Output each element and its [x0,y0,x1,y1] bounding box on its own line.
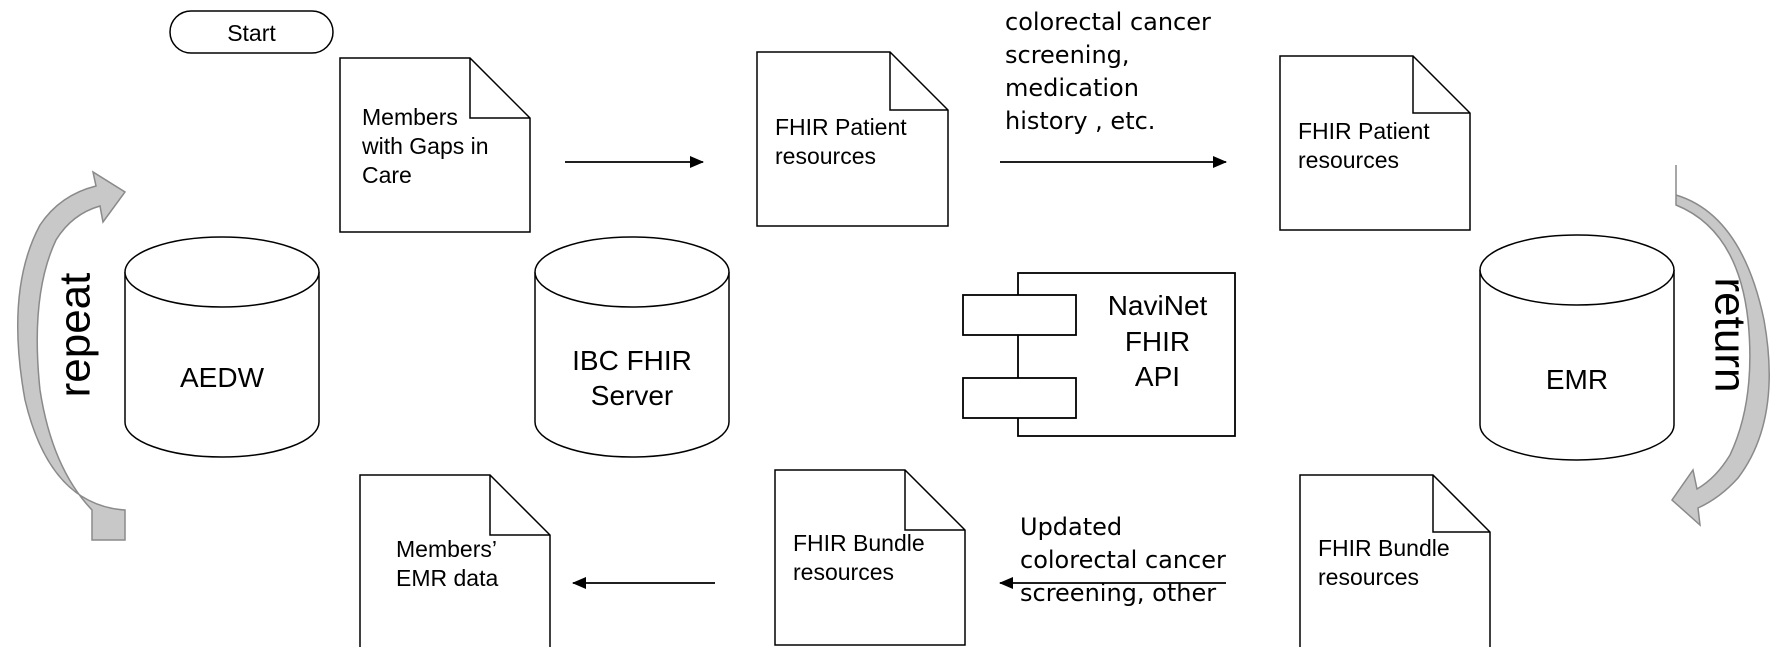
doc-line: resources [1298,146,1399,173]
doc-fhir-patient-1 [756,51,949,227]
doc-members-gaps [339,57,531,233]
db-aedw [124,236,320,458]
component-navinet [962,272,1236,437]
start-label: Start [227,20,276,46]
note-bottom: Updated colorectal cancer screening, oth… [1020,511,1226,610]
loop-arrow-return [1671,165,1770,527]
doc-fhir-patient-1-text: FHIR Patient resources [775,113,907,171]
doc-line: FHIR Bundle [1318,535,1450,561]
doc-fhir-bundle-1 [774,469,966,646]
doc-line: with Gaps in [362,132,489,159]
db-aedw-text: AEDW [125,360,319,395]
component-line: NaviNet [1107,290,1208,321]
db-line: IBC FHIR [572,345,692,376]
db-emr [1479,234,1675,461]
doc-fhir-bundle-2-text: FHIR Bundle resources [1318,534,1450,592]
note-line: colorectal cancer [1020,546,1226,575]
db-line: EMR [1545,364,1609,395]
note-top: colorectal cancer screening, medication … [1005,6,1211,138]
component-line: API [1134,361,1181,393]
start-terminator [169,10,334,54]
doc-line: Members [362,104,458,130]
doc-members-emr-text: Members’ EMR data [396,535,498,593]
note-line: screening, other [1020,579,1217,608]
note-line: medication [1005,74,1139,103]
doc-line: Members’ [396,536,497,562]
note-line: screening, [1005,41,1130,70]
doc-line: resources [793,558,894,585]
doc-fhir-patient-2 [1279,55,1471,231]
doc-fhir-patient-2-text: FHIR Patient resources [1298,117,1430,175]
doc-line: FHIR Bundle [793,530,925,556]
db-emr-text: EMR [1480,362,1674,397]
doc-line: EMR data [396,564,499,591]
return-label: return [1705,277,1755,393]
db-line: AEDW [180,362,264,393]
note-line: colorectal cancer [1005,8,1211,36]
doc-fhir-bundle-2 [1299,474,1491,647]
doc-members-gaps-text: Members with Gaps in Care [362,103,489,189]
loop-arrow-repeat [16,170,127,541]
repeat-label: repeat [50,272,100,398]
db-ibc-fhir-text: IBC FHIR Server [535,343,729,413]
note-line: history , etc. [1005,107,1156,136]
doc-line: resources [1318,563,1419,590]
note-line: Updated [1020,513,1123,541]
doc-line: FHIR Patient [775,114,907,140]
component-line: FHIR [1124,325,1191,357]
doc-fhir-bundle-1-text: FHIR Bundle resources [793,529,925,587]
db-line: Server [590,380,674,411]
db-ibc-fhir [534,236,730,458]
component-navinet-text: NaviNet FHIR API [1080,288,1235,395]
doc-members-emr [359,474,551,647]
doc-line: FHIR Patient [1298,118,1430,144]
doc-line: Care [362,161,412,188]
doc-line: resources [775,142,876,169]
